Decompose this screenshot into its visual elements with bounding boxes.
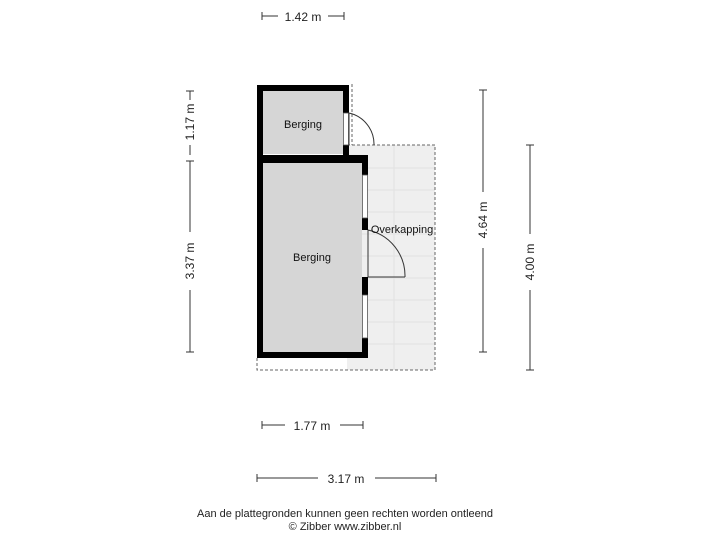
canopy-outline — [256, 144, 436, 371]
dimension-lines — [186, 12, 534, 482]
large-storage-label: Berging — [293, 252, 331, 264]
walls — [257, 85, 368, 358]
door-large-storage — [367, 229, 406, 278]
door-small-storage — [348, 112, 375, 146]
small-storage-floor — [263, 91, 343, 154]
footer-credit: © Zibber www.zibber.nl — [288, 521, 402, 533]
window-glazing — [362, 174, 368, 339]
dim-left-lower: 3.37 m — [183, 243, 197, 280]
dim-left-upper: 1.17 m — [183, 104, 197, 141]
dim-bottom-inner: 1.77 m — [294, 419, 331, 433]
window-glazing-small — [343, 112, 349, 146]
small-storage-label: Berging — [284, 119, 322, 131]
large-storage-floor — [263, 163, 362, 352]
dim-right-outer: 4.00 m — [523, 244, 537, 281]
footer-disclaimer: Aan de plattegronden kunnen geen rechten… — [196, 508, 493, 520]
dim-right-inner: 4.64 m — [476, 202, 490, 239]
dim-top-width: 1.42 m — [285, 10, 322, 24]
dim-bottom-outer: 3.17 m — [328, 472, 365, 486]
canopy-label: Overkapping — [371, 224, 433, 236]
